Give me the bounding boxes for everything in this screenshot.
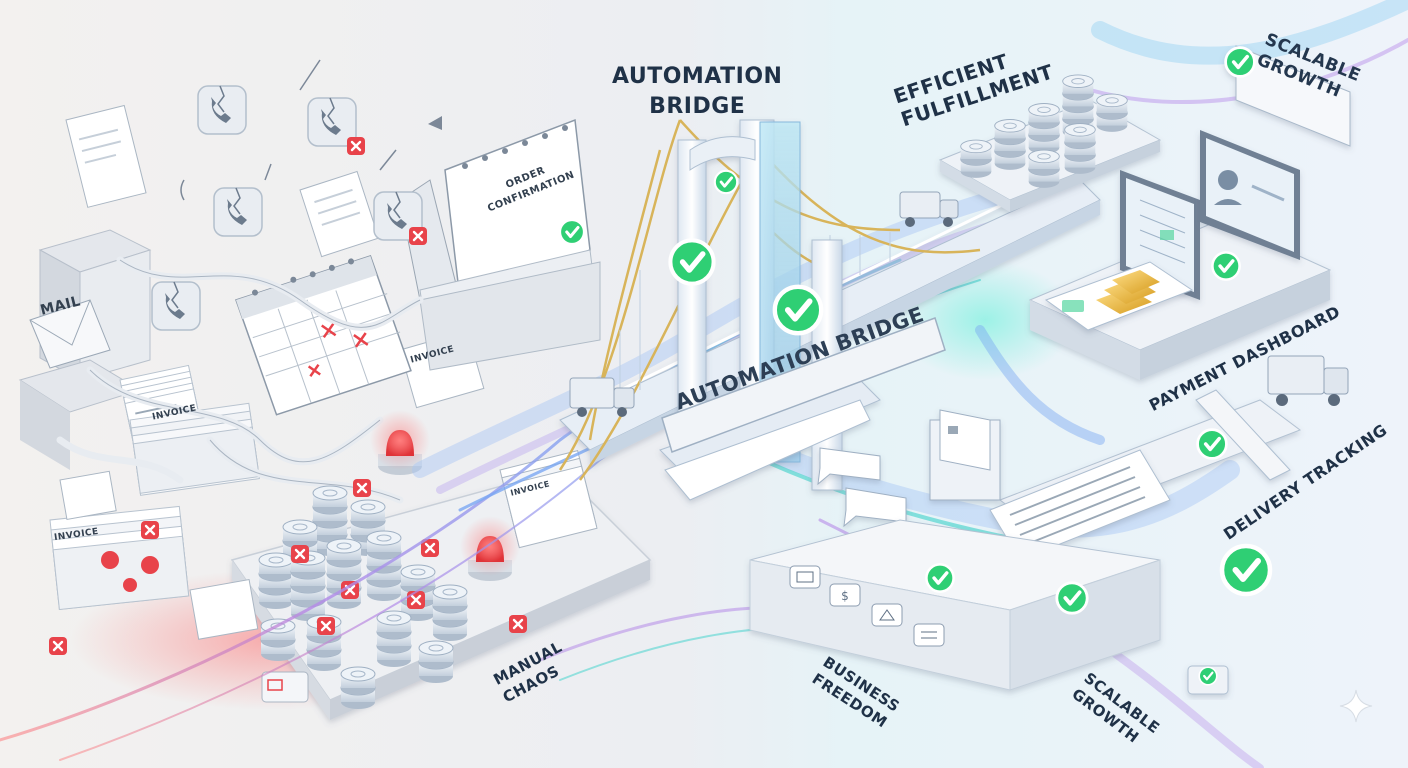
- monitor-icon: [1200, 130, 1300, 260]
- phone-broken-icon: [213, 187, 263, 237]
- scalable-growth-sign: [1223, 45, 1351, 147]
- chaos-motion-lines: [180, 59, 442, 201]
- chat-bubble-icon: [817, 447, 907, 528]
- credit-card-icon: [929, 409, 1001, 501]
- bridge-sign-board: [661, 317, 946, 453]
- alarm-light-icon: [370, 410, 430, 475]
- mail-envelope-icon: [29, 299, 111, 369]
- growth-block-icon: [1187, 665, 1229, 695]
- check-badge-icon: [1210, 250, 1242, 282]
- mail-boxes: [18, 229, 152, 470]
- automation-bridge-title: AUTOMATION BRIDGE: [612, 62, 782, 122]
- truck-icon: [899, 191, 959, 227]
- business-freedom-platform: [749, 519, 1161, 691]
- feature-tile-icons: $: [789, 565, 945, 647]
- calendar-icon: [235, 255, 412, 416]
- paper-piles: [49, 104, 598, 640]
- check-badge-icon: [1195, 427, 1229, 461]
- svg-text:$: $: [841, 589, 849, 603]
- gold-bars-icon: [1044, 261, 1194, 331]
- sparkle-icon: [1339, 689, 1373, 723]
- tangled-cables-edge: [89, 259, 421, 501]
- check-badge-icon: [670, 240, 713, 283]
- check-badge-icon: [713, 169, 739, 195]
- order-confirmation-card: [399, 118, 601, 371]
- truck-icon: [569, 377, 635, 417]
- small-device-icon: [261, 671, 309, 703]
- truck-icon: [1267, 355, 1349, 406]
- phone-broken-icon: [197, 85, 247, 135]
- phone-broken-icon: [373, 191, 429, 247]
- automation-bridge-title-line1: AUTOMATION: [612, 64, 783, 89]
- check-badge-icon: [1222, 546, 1270, 594]
- phone-broken-icon: [307, 97, 367, 157]
- check-badge-icon: [924, 562, 956, 594]
- invoice-errors: [47, 519, 529, 657]
- check-badge-icon: [775, 287, 821, 333]
- check-badge-icon: [1054, 580, 1090, 616]
- receipt-icon: [989, 449, 1171, 561]
- alarm-light-icon: [460, 516, 520, 581]
- phone-broken-icon: [151, 281, 201, 331]
- automation-bridge-title-line2: BRIDGE: [649, 94, 746, 119]
